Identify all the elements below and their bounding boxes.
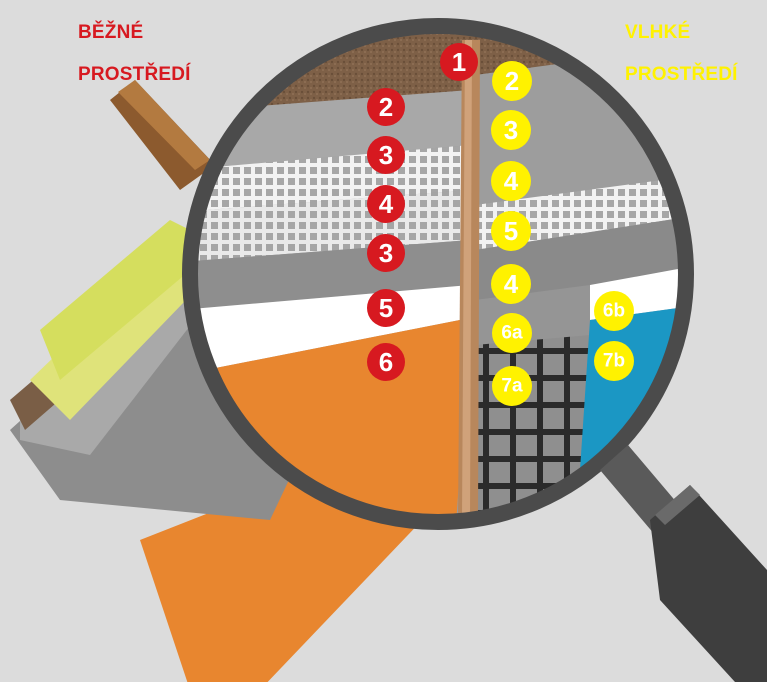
yellow-badge-label: 5 <box>504 216 518 246</box>
yellow-badge: 7a <box>492 366 532 406</box>
heading-line: PROSTŘEDÍ <box>625 54 738 96</box>
red-badge: 1 <box>440 43 478 81</box>
yellow-badge-label: 3 <box>504 115 518 145</box>
yellow-badge: 3 <box>491 110 531 150</box>
yellow-badge: 4 <box>491 161 531 201</box>
yellow-badge-label: 6b <box>603 301 625 322</box>
heading-humid-environment: VLHKÉ PROSTŘEDÍ <box>625 12 738 96</box>
yellow-badge-label: 6a <box>501 323 523 344</box>
red-badge: 3 <box>367 136 405 174</box>
heading-standard-environment: BĚŽNÉ PROSTŘEDÍ <box>78 12 191 96</box>
yellow-badge-label: 4 <box>504 166 519 196</box>
yellow-badge: 5 <box>491 211 531 251</box>
red-badge: 5 <box>367 289 405 327</box>
red-badge: 6 <box>367 343 405 381</box>
yellow-badge-label: 7b <box>603 351 625 372</box>
yellow-badge: 2 <box>492 61 532 101</box>
heading-line: VLHKÉ <box>625 12 738 54</box>
yellow-badge-label: 2 <box>505 66 519 96</box>
heading-line: BĚŽNÉ <box>78 12 191 54</box>
yellow-badge: 7b <box>594 341 634 381</box>
red-badge-label: 3 <box>379 238 393 268</box>
red-badge-label: 5 <box>379 293 393 323</box>
yellow-badge: 4 <box>491 264 531 304</box>
red-badge: 2 <box>367 88 405 126</box>
heading-line: PROSTŘEDÍ <box>78 54 191 96</box>
red-badge: 4 <box>367 185 405 223</box>
yellow-badge-label: 7a <box>501 376 523 397</box>
yellow-badge: 6a <box>492 313 532 353</box>
red-badge-label: 2 <box>379 92 393 122</box>
red-badge-label: 4 <box>379 189 394 219</box>
yellow-badge: 6b <box>594 291 634 331</box>
red-badge-label: 1 <box>452 47 466 77</box>
red-badge-label: 3 <box>379 140 393 170</box>
red-badge-label: 6 <box>379 347 393 377</box>
red-badge: 3 <box>367 234 405 272</box>
yellow-badge-label: 4 <box>504 269 519 299</box>
